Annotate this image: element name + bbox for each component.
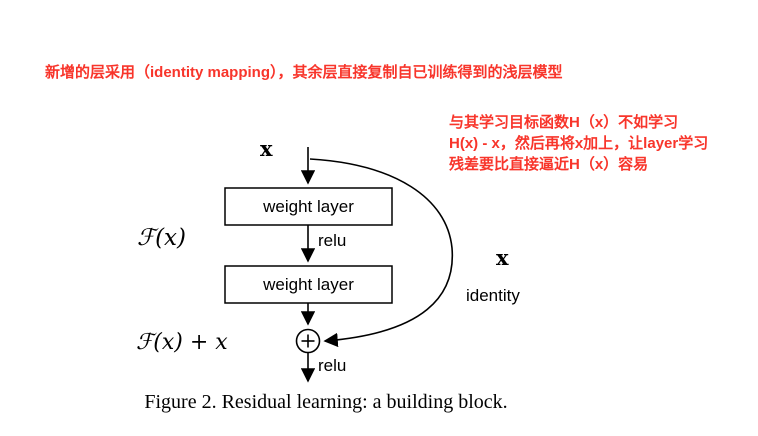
identity-label: identity	[466, 286, 520, 305]
skip-connection-curve	[309, 158, 454, 348]
weight-layer-2-label: weight layer	[263, 274, 354, 294]
top-annotation: 新增的层采用（identity mapping），其余层直接复制自已训练得到的浅…	[45, 64, 563, 81]
side-annotation-line-3: 残差要比直接逼近H（x）容易	[449, 156, 649, 173]
side-annotation-line-2: H(x) - x，然后再将x加上，让layer学习	[449, 135, 709, 152]
relu-2-label: relu	[318, 356, 347, 375]
weight-layer-1-label: weight layer	[263, 196, 354, 216]
side-annotation: 与其学习目标函数H（x）不如学习 H(x) - x，然后再将x加上，让layer…	[449, 112, 708, 175]
relu-1-label: relu	[318, 231, 347, 250]
side-annotation-line-1: 与其学习目标函数H（x）不如学习	[449, 114, 679, 131]
input-x-label: x	[260, 136, 273, 161]
residual-function-label: ℱ(x)	[137, 225, 186, 251]
identity-x-label: x	[496, 245, 509, 270]
figure-caption: Figure 2. Residual learning: a building …	[144, 391, 508, 413]
sum-label: ℱ(x) + x	[136, 330, 228, 355]
